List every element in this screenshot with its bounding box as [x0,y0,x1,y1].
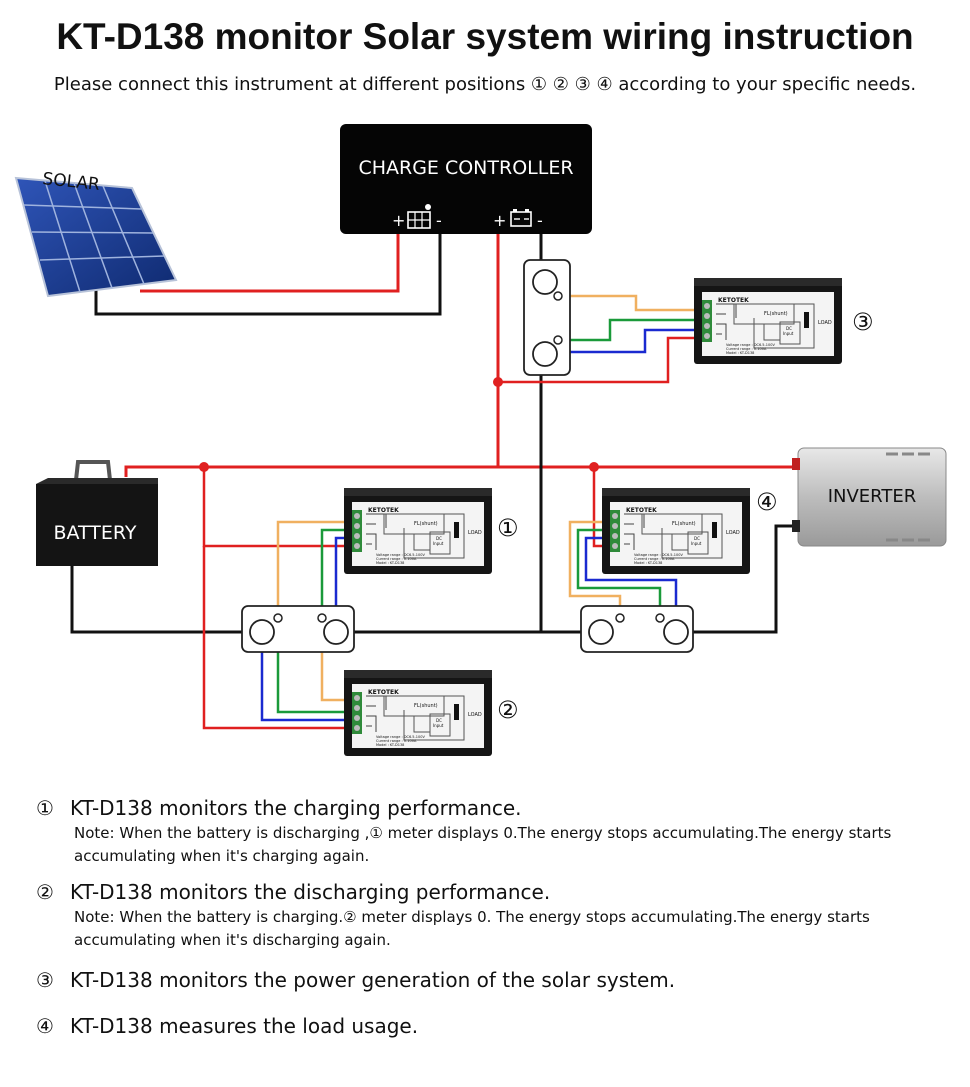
meter-voltage: Voltage range : DC6.5-100V [376,553,425,557]
meter-shunt-label: FL(shunt) [672,521,696,527]
shunt-1-2 [241,605,355,653]
battery-negative-bus [70,564,243,634]
battery-plus-sign: + [493,211,506,230]
meter2-power-wire [202,546,348,730]
meter-model: Model : KT-D138 [726,351,754,355]
solar-panel-icon [407,204,431,229]
meter-current: Current range : 0-100A [376,557,417,561]
meter-model: Model : KT-D138 [634,561,662,565]
note-heading: ③ KT-D138 monitors the power generation o… [36,968,675,992]
meter-input-label: Input [433,723,444,728]
junction-dot [589,462,599,472]
meter-shunt-label: FL(shunt) [414,703,438,709]
meter-3: KETOTEK FL(shunt) LOAD Voltage range : D… [693,277,843,365]
meter-dc-label: DC [436,718,442,723]
meter3-power-wire [498,336,698,384]
meter1-power-wire [202,467,348,548]
note-number: ③ [36,968,54,992]
note-text: KT-D138 measures the load usage. [70,1014,419,1038]
inverter-negative-wire [692,524,796,634]
wiring-diagram: SOLAR CHARGE CONTROLLER + - + - [14,124,947,757]
meter-input-label: Input [433,541,444,546]
note-heading: ④ KT-D138 measures the load usage. [36,1014,418,1038]
battery-positive-bus [124,465,792,477]
battery: BATTERY [36,460,158,566]
meter-voltage: Voltage range : DC6.5-100V [634,553,683,557]
page-subtitle: Please connect this instrument at differ… [53,74,917,95]
meter-shunt-label: FL(shunt) [764,311,788,317]
note-heading: ① KT-D138 monitors the charging performan… [36,796,894,820]
note-text: KT-D138 monitors the power generation of… [70,968,676,992]
meter-model: Model : KT-D138 [376,743,404,747]
battery-icon [510,209,532,227]
marker-3: ③ [852,308,874,336]
note-detail: Note: When the battery is charging.② met… [74,908,870,949]
meter-current: Current range : 0-100A [376,739,417,743]
note-text: KT-D138 monitors the charging performanc… [70,796,522,820]
marker-1: ① [497,514,519,542]
note-number: ② [36,880,54,904]
meter-brand: KETOTEK [626,507,657,514]
shunt-3 [523,259,571,376]
meter-input-label: Input [783,331,794,336]
controller-label: CHARGE CONTROLLER [358,157,573,179]
meter-voltage: Voltage range : DC6.5-100V [726,343,775,347]
meter-model: Model : KT-D138 [376,561,404,565]
meter-load-label: LOAD [818,320,832,326]
meter-load-label: LOAD [726,530,740,536]
solar-plus-sign: + [392,211,405,230]
meter-current: Current range : 0-100A [634,557,675,561]
meter-load-label: LOAD [468,530,482,536]
meter-dc-label: DC [436,536,442,541]
note-item-4: ④ KT-D138 measures the load usage. [36,1014,418,1038]
note-number: ① [36,796,54,820]
meter-4: KETOTEK FL(shunt) LOAD Voltage range : D… [601,487,751,575]
note-text: KT-D138 monitors the discharging perform… [70,880,551,904]
meter-voltage: Voltage range : DC6.5-100V [376,735,425,739]
junction-dot [199,462,209,472]
meter-load-label: LOAD [468,712,482,718]
solar-positive-wire [140,232,400,293]
wires [70,232,796,730]
note-heading: ② KT-D138 monitors the discharging perfor… [36,880,894,904]
meter-dc-label: DC [786,326,792,331]
meter-shunt-label: FL(shunt) [414,521,438,527]
meter-dc-label: DC [694,536,700,541]
charge-controller: CHARGE CONTROLLER + - + - [340,124,592,234]
meter-brand: KETOTEK [368,507,399,514]
meter-brand: KETOTEK [368,689,399,696]
solar-minus-sign: - [436,211,442,230]
inverter-label: INVERTER [828,486,917,507]
page-title: KT-D138 monitor Solar system wiring inst… [56,16,914,57]
solar-panel: SOLAR [14,169,178,298]
note-item-1: ① KT-D138 monitors the charging performan… [36,796,894,868]
inverter: INVERTER [792,447,947,547]
marker-4: ④ [756,488,778,516]
meter-brand: KETOTEK [718,297,749,304]
meter-2: KETOTEK FL(shunt) LOAD Voltage range : D… [343,669,493,757]
junction-dot [493,377,503,387]
note-item-2: ② KT-D138 monitors the discharging perfor… [36,880,894,952]
note-detail: Note: When the battery is discharging ,①… [74,824,892,865]
meter-current: Current range : 0-100A [726,347,767,351]
shunt-4 [580,605,694,653]
note-item-3: ③ KT-D138 monitors the power generation o… [36,968,675,992]
battery-minus-sign: - [537,211,543,230]
battery-label: BATTERY [53,522,136,544]
meter-input-label: Input [691,541,702,546]
marker-2: ② [497,696,519,724]
note-number: ④ [36,1014,54,1038]
meter-1: KETOTEK FL(shunt) LOAD Voltage range : D… [343,487,493,575]
solar-negative-wire [94,232,442,316]
